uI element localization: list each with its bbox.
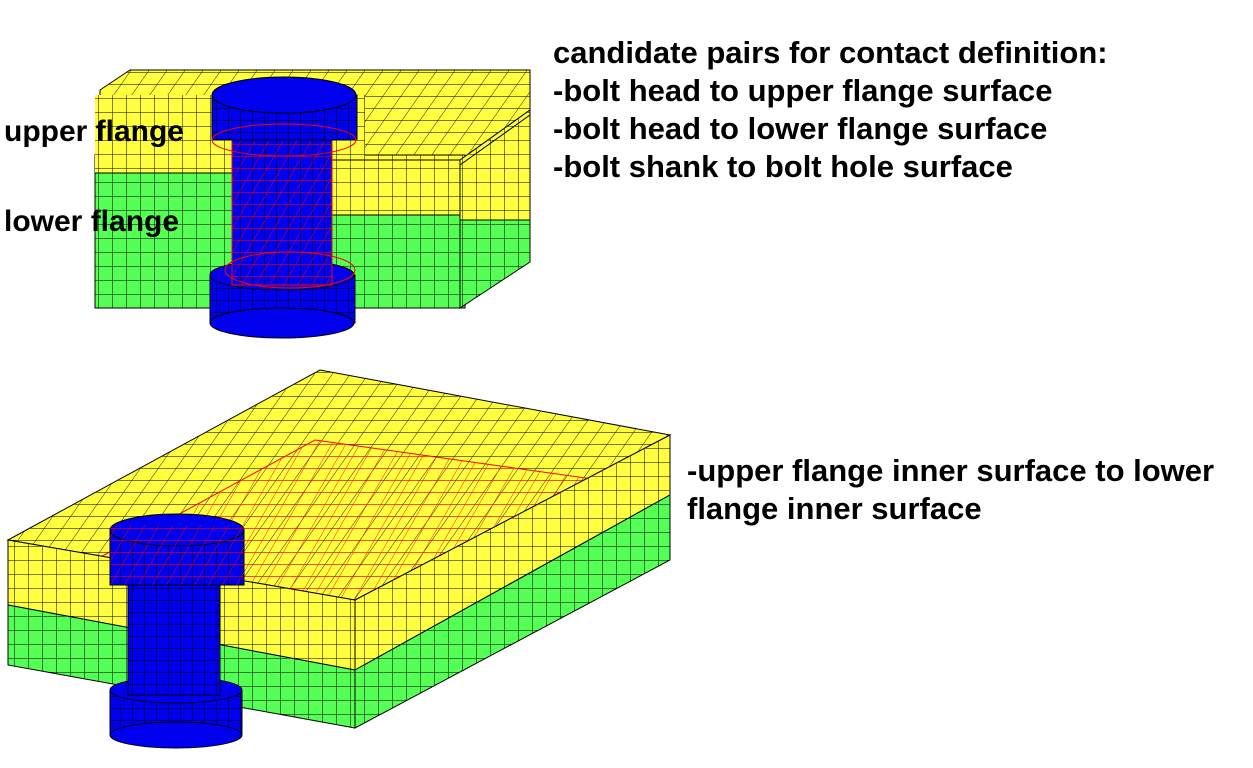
inner-surface-note: -upper flange inner surface to lower fla… xyxy=(687,452,1214,528)
inner-surface-note-line2: flange inner surface xyxy=(687,491,982,526)
contact-note-item: -bolt head to lower flange surface xyxy=(553,111,1048,146)
contact-note-item: -bolt head to upper flange surface xyxy=(553,73,1053,108)
lower-flange-label: lower flange xyxy=(4,205,180,238)
contact-note-item: -bolt shank to bolt hole surface xyxy=(553,149,1013,184)
bottom-model xyxy=(6,369,672,749)
contact-notes-block: candidate pairs for contact definition: … xyxy=(553,34,1108,186)
contact-notes-heading: candidate pairs for contact definition: xyxy=(553,35,1108,70)
bottom-lower-flange-side xyxy=(354,494,671,729)
inner-surface-note-line1: -upper flange inner surface to lower xyxy=(687,453,1215,488)
top-shank-contact-surface xyxy=(231,139,333,286)
top-model xyxy=(94,69,531,339)
upper-flange-label: upper flange xyxy=(4,115,185,148)
bottom-bolt-shank xyxy=(127,564,221,696)
